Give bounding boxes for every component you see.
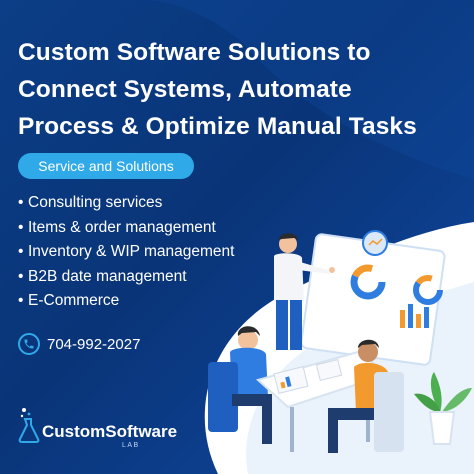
business-illustration	[204, 222, 474, 474]
service-label: Items & order management	[28, 218, 216, 236]
seated-person-left	[208, 326, 272, 444]
phone-contact[interactable]: 704-992-2027	[18, 333, 140, 355]
service-label: Inventory & WIP management	[28, 243, 235, 260]
logo-subtext: LAB	[122, 442, 140, 449]
list-item: •Inventory & WIP management	[18, 240, 234, 265]
list-item: •B2B date management	[18, 265, 234, 290]
service-label: Consulting services	[28, 194, 163, 211]
services-badge: Service and Solutions	[18, 153, 194, 179]
bullet: •	[18, 292, 24, 309]
bullet: •	[18, 267, 24, 285]
headline-line-3: Process & Optimize Manual Tasks	[18, 113, 417, 140]
flask-logo-icon	[18, 408, 40, 443]
phone-icon	[18, 333, 40, 355]
phone-number[interactable]: 704-992-2027	[47, 335, 141, 353]
service-label: E-Commerce	[28, 292, 120, 309]
logo-text: CustomSoftware	[42, 422, 178, 441]
bullet: •	[18, 218, 24, 236]
list-item: •E-Commerce	[18, 289, 234, 314]
headline-line-1: Custom Software Solutions to	[18, 39, 371, 66]
service-label: B2B date management	[28, 267, 187, 285]
plant-decoration	[414, 372, 472, 445]
dashboard-board	[300, 230, 446, 366]
list-item: •Consulting services	[18, 191, 234, 216]
presenter-figure	[274, 233, 335, 350]
company-logo: CustomSoftware LAB	[18, 405, 193, 455]
services-list: •Consulting services •Items & order mana…	[18, 191, 234, 314]
headline-line-2: Connect Systems, Automate	[18, 76, 352, 103]
bullet: •	[18, 243, 24, 260]
seated-person-right	[328, 339, 404, 453]
page-title: Custom Software Solutions to Connect Sys…	[18, 34, 458, 145]
bullet: •	[18, 194, 24, 211]
list-item: •Items & order management	[18, 216, 234, 241]
